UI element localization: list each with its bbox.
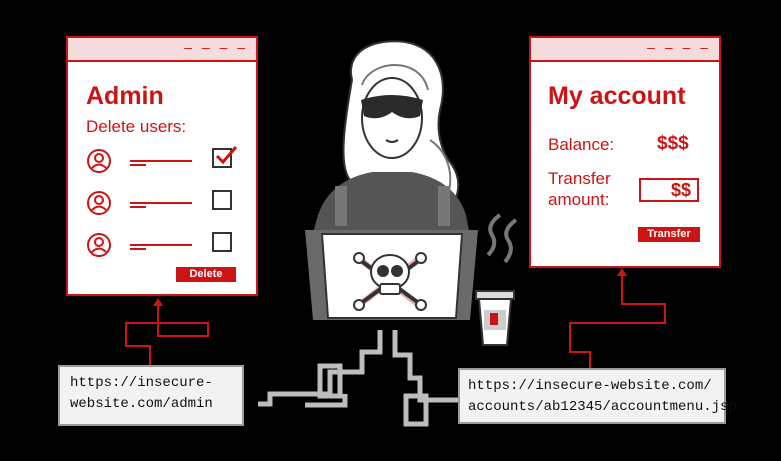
transfer-amount-value: $$	[670, 180, 691, 200]
admin-url-box: https://insecure- website.com/admin	[58, 365, 244, 426]
user-checkbox[interactable]	[212, 232, 232, 252]
admin-url-line1: https://insecure-	[70, 375, 213, 391]
user-name-line	[130, 244, 192, 246]
user-avatar-icon	[87, 233, 111, 257]
user-name-line	[130, 206, 146, 208]
account-url-line1: https://insecure-website.com/	[468, 378, 712, 394]
account-url-box: https://insecure-website.com/ accounts/a…	[458, 368, 737, 424]
admin-title: Admin	[86, 82, 164, 110]
user-avatar-icon	[87, 191, 111, 215]
account-titlebar: – – – –	[531, 38, 719, 62]
transfer-amount-field[interactable]: $$	[639, 178, 699, 202]
transfer-label-line2: amount:	[548, 190, 610, 209]
user-row	[86, 230, 236, 260]
account-connector	[569, 268, 666, 368]
user-checkbox[interactable]	[212, 190, 232, 210]
user-checkbox-checked[interactable]	[212, 146, 238, 168]
delete-button[interactable]: Delete	[176, 267, 236, 282]
account-title: My account	[548, 82, 686, 110]
cables	[258, 330, 458, 427]
transfer-label-line1: Transfer	[548, 169, 611, 188]
admin-url-line2: website.com/admin	[70, 396, 213, 412]
coffee-cup-icon	[475, 213, 518, 346]
masked-attacker-icon	[312, 40, 470, 236]
admin-connector	[125, 298, 209, 365]
window-controls: – – – –	[647, 39, 711, 55]
delete-users-label: Delete users:	[86, 117, 187, 136]
user-name-line	[130, 164, 146, 166]
user-name-line	[130, 248, 146, 250]
checkmark-icon	[215, 146, 238, 165]
window-controls: – – – –	[184, 39, 248, 55]
user-avatar-icon	[87, 149, 111, 173]
account-url-line2: accounts/ab12345/accountmenu.jsp	[468, 399, 737, 415]
account-panel: – – – – My account Balance: $$$ Transfer…	[529, 36, 721, 268]
admin-titlebar: – – – –	[68, 38, 256, 62]
user-row	[86, 188, 236, 218]
balance-label: Balance:	[548, 135, 615, 154]
skull-crossbones-icon	[353, 252, 427, 311]
balance-value: $$$	[657, 133, 689, 154]
transfer-button[interactable]: Transfer	[638, 227, 700, 242]
user-row	[86, 146, 238, 176]
user-name-line	[130, 160, 192, 162]
admin-panel: – – – – Admin Delete users:	[66, 36, 258, 296]
user-name-line	[130, 202, 192, 204]
